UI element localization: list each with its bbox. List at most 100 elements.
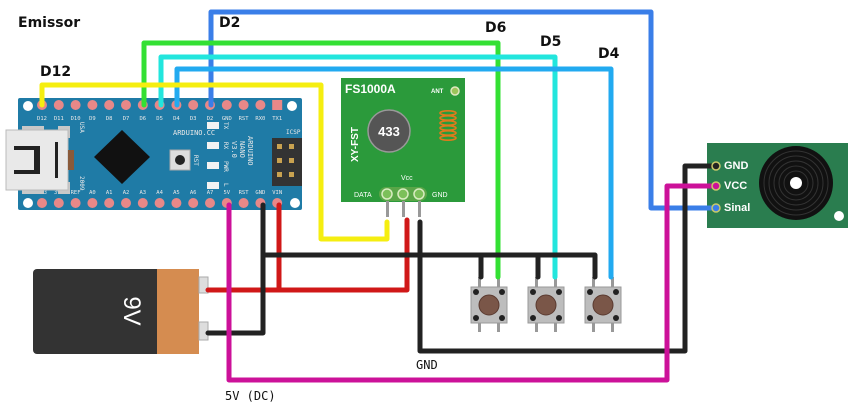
pin-a2 — [121, 198, 131, 208]
pin-d7 — [121, 100, 131, 110]
pin-label: 5V — [223, 190, 230, 196]
buzzer-vcc-label: VCC — [724, 180, 747, 192]
usb-slot — [14, 170, 36, 174]
terminal-positive — [198, 276, 209, 294]
pin-a6 — [188, 198, 199, 208]
label-d5: D5 — [540, 34, 562, 50]
pin-rx0 — [255, 100, 266, 110]
wire-gnd-bus — [260, 252, 598, 280]
pin-label: A3 — [139, 190, 146, 196]
usb-slot — [55, 142, 58, 178]
arduino-cc-text: ARDUINO.CC — [173, 129, 215, 137]
usb-resistor — [68, 150, 74, 170]
antenna-pad — [450, 86, 460, 96]
pin-a7 — [205, 198, 215, 208]
pin-label: GND — [255, 190, 265, 196]
icsp-header — [272, 138, 302, 186]
pin-gnd — [413, 188, 425, 200]
transmitter-model: XY-FST — [350, 127, 361, 162]
pin-label: D10 — [71, 116, 81, 122]
pin-d11 — [53, 100, 64, 110]
pin-label: RST — [239, 190, 250, 196]
model-line-2: NANO — [238, 141, 246, 158]
pin-label: D8 — [106, 116, 113, 122]
antenna-label: ANT — [431, 89, 444, 95]
pin-leg — [386, 201, 389, 217]
pin-label: A5 — [173, 190, 180, 196]
push-button-d6[interactable] — [470, 277, 508, 332]
mount-hole — [834, 211, 844, 221]
usb-text: USA — [78, 122, 85, 133]
pin-label: A7 — [207, 190, 214, 196]
wire-5v — [226, 183, 718, 383]
pin-label: A1 — [106, 190, 113, 196]
crystal-resonator — [367, 109, 411, 153]
mount-hole — [287, 101, 297, 111]
pin-gnd — [221, 100, 232, 110]
buzzer-rings — [763, 150, 829, 216]
pin-tx1 — [272, 100, 283, 110]
wire-d5 — [158, 54, 558, 280]
battery-label: 9V — [118, 296, 145, 325]
pin-label: VIN — [272, 190, 282, 196]
label-gnd: GND — [416, 358, 438, 372]
bottom-pin-row: D133V3REFA0A1A2A3A4A5A6A75VRSTGNDVIN — [37, 190, 283, 208]
pin-label: D9 — [89, 116, 96, 122]
pin-label: D11 — [54, 116, 64, 122]
battery-9v: 9V — [33, 269, 209, 354]
led-pwr-label: PWR — [222, 161, 229, 172]
pin-label: A4 — [156, 190, 163, 196]
arduino-board — [18, 98, 302, 210]
wire-gnd-transmitter — [417, 163, 718, 354]
pin-label: D4 — [173, 116, 180, 122]
pin-label: D3 — [190, 116, 197, 122]
label-d4: D4 — [598, 46, 620, 62]
led-tx — [207, 122, 219, 129]
year-text: 2009 — [78, 176, 85, 191]
buzzer-module: GND VCC Sinal — [707, 143, 848, 228]
pin-ref — [70, 198, 81, 208]
gnd-pin-label: GND — [432, 192, 448, 199]
pin-leg — [402, 201, 405, 217]
pin-label: REF — [71, 190, 81, 196]
push-button-d4[interactable] — [584, 277, 622, 332]
buzzer-pin-gnd — [711, 161, 721, 171]
icsp-label: ICSP — [286, 129, 301, 136]
pin-d8 — [104, 100, 115, 110]
pin-label: A2 — [123, 190, 130, 196]
pin-a3 — [137, 198, 148, 208]
wire-gnd-arduino — [205, 202, 266, 336]
pin-label: GND — [222, 116, 232, 122]
rst-text: RST — [192, 155, 199, 166]
label-d2: D2 — [219, 15, 241, 31]
buzzer-pin-vcc — [711, 181, 721, 191]
pin-a4 — [154, 198, 165, 208]
wire-d12 — [39, 82, 390, 242]
buzzer-signal-label: Sinal — [724, 202, 750, 214]
mount-hole — [290, 198, 300, 208]
push-button-d5[interactable] — [527, 277, 565, 332]
pin-a5 — [171, 198, 182, 208]
pin-label: TX1 — [272, 116, 282, 122]
reset-button-cap[interactable] — [175, 155, 185, 165]
led-rx-label: RX — [222, 142, 229, 150]
led-l-label: L — [222, 183, 229, 187]
vcc-pin-label: Vcc — [401, 175, 413, 182]
led-tx-label: TX — [222, 122, 229, 130]
pin-a0 — [87, 198, 98, 208]
usb-slot — [14, 146, 36, 150]
pin-d3 — [188, 100, 199, 110]
pin-a1 — [104, 198, 115, 208]
push-buttons — [470, 277, 622, 332]
pin-d10 — [70, 100, 81, 110]
pin-label: A6 — [190, 190, 197, 196]
led-pwr — [207, 162, 219, 169]
wire-battery-positive — [205, 217, 410, 293]
pin-rst — [238, 198, 249, 208]
fs1000a-transmitter: FS1000A ANT 433 XY-FST Vcc DATA GND — [341, 78, 465, 217]
model-line-3: V3.0 — [230, 141, 238, 158]
pin-data — [381, 188, 393, 200]
